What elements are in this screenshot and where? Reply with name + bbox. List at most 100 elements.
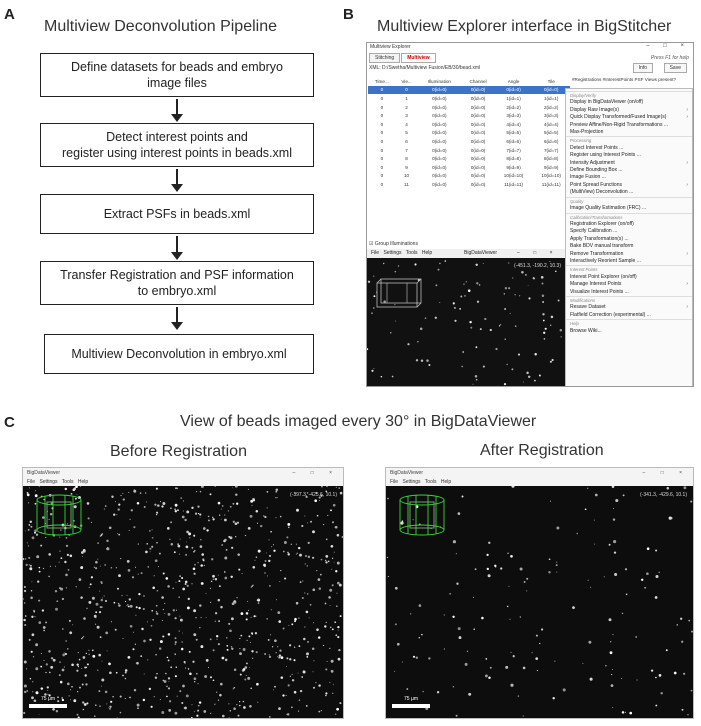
bead xyxy=(439,302,441,304)
menu-item[interactable]: Visualize Interest Points ... xyxy=(566,289,692,296)
menu-item[interactable]: Remove Transformation› xyxy=(566,251,692,258)
bead xyxy=(182,632,184,634)
bead xyxy=(64,652,67,656)
menu-item[interactable]: Manage Interest Points› xyxy=(566,281,692,288)
menu-item[interactable]: Interactively Reorient Sample ... xyxy=(566,258,692,265)
menu-item[interactable]: Image Quality Estimation (FRC) ... xyxy=(566,205,692,212)
bead xyxy=(314,499,318,503)
menu-item[interactable]: Display Raw Image(s)› xyxy=(566,107,692,114)
inner-window-controls[interactable]: – □ × xyxy=(517,250,559,256)
bdv-after-controls[interactable]: – □ × xyxy=(642,470,689,476)
window-controls[interactable]: – □ × xyxy=(646,43,690,49)
menu-item[interactable]: Display in BigDataViewer (on/off) xyxy=(566,99,692,106)
menu-item[interactable]: Bake BDV manual transform xyxy=(566,243,692,250)
bead xyxy=(77,691,79,693)
bdv-before-menu[interactable]: File Settings Tools Help xyxy=(23,478,343,486)
menu-item[interactable]: Image Fusion ... xyxy=(566,174,692,181)
bead xyxy=(195,638,198,641)
bead xyxy=(332,683,334,685)
column-header[interactable]: Illumination xyxy=(427,78,451,84)
bead xyxy=(299,689,303,693)
bdv-after-menu[interactable]: File Settings Tools Help xyxy=(386,478,693,486)
menu-item[interactable]: Flatfield Correction (experimental) ... xyxy=(566,312,692,319)
tab-stitching[interactable]: Stitching xyxy=(369,53,401,63)
bead xyxy=(91,596,95,600)
bead xyxy=(129,624,133,628)
bead xyxy=(394,304,396,306)
bead xyxy=(178,580,181,583)
bead xyxy=(194,549,196,552)
tab-multiview[interactable]: Multiview xyxy=(401,53,436,63)
bead xyxy=(165,577,169,580)
bead xyxy=(122,637,124,640)
inner-bdv-menu[interactable]: File Settings Tools Help xyxy=(371,250,433,256)
bead xyxy=(211,558,214,561)
bead xyxy=(23,598,24,600)
bead xyxy=(277,646,279,648)
column-header[interactable]: Tile xyxy=(547,78,555,84)
bead xyxy=(434,316,437,319)
bead xyxy=(559,328,563,332)
menu-item[interactable]: Point Spread Functions› xyxy=(566,182,692,189)
menu-item[interactable]: Resave Dataset› xyxy=(566,304,692,311)
bead xyxy=(214,577,218,581)
bdv-before-controls[interactable]: – □ × xyxy=(292,470,339,476)
bead xyxy=(132,648,135,651)
menu-item[interactable]: Register using Interest Points ... xyxy=(566,152,692,159)
menu-item[interactable]: Intensity Adjustment› xyxy=(566,160,692,167)
menu-item[interactable]: Detect Interest Points ... xyxy=(566,145,692,152)
bead xyxy=(194,563,196,566)
bead xyxy=(205,593,207,594)
bead xyxy=(407,343,410,346)
menu-item[interactable]: Specify Calibration ... xyxy=(566,228,692,235)
bead xyxy=(265,552,267,554)
bead xyxy=(298,645,301,647)
column-header[interactable]: Angle xyxy=(507,78,520,84)
bead xyxy=(99,535,102,537)
bead xyxy=(247,600,249,602)
bead xyxy=(193,609,197,613)
save-button[interactable]: Save xyxy=(663,63,687,73)
menu-item[interactable]: Max-Projection xyxy=(566,129,692,136)
arrow-4 xyxy=(171,307,183,330)
menu-item[interactable]: Define Bounding Box ... xyxy=(566,167,692,174)
bead xyxy=(306,656,309,658)
column-header[interactable]: Time... xyxy=(374,78,389,84)
bead xyxy=(101,606,103,608)
bead xyxy=(263,563,266,567)
menu-item[interactable]: Browse Wiki... xyxy=(566,328,692,335)
bead xyxy=(275,517,277,519)
bead xyxy=(394,623,397,626)
bead xyxy=(164,613,166,614)
menu-item[interactable]: Apply Transformation(s) ... xyxy=(566,236,692,243)
menu-item[interactable]: Quick Display Transformed/Fused Image(s)… xyxy=(566,114,692,121)
menu-item[interactable]: Preview Affine/Non-Rigid Transformations… xyxy=(566,122,692,129)
menu-item-label: Resave Dataset xyxy=(570,304,606,311)
group-illuminations-checkbox[interactable]: ☑ Group Illuminations xyxy=(369,241,418,247)
bead xyxy=(153,696,155,698)
info-button[interactable]: Info xyxy=(632,63,653,73)
menu-item[interactable]: Registration Explorer (on/off) xyxy=(566,221,692,228)
menu-item[interactable]: (MultiView) Deconvolution ... xyxy=(566,189,692,196)
bead xyxy=(532,277,535,280)
table-cell: 11(id=11) xyxy=(541,181,561,187)
bead xyxy=(278,656,281,659)
bead xyxy=(70,492,73,495)
column-header[interactable]: Channel xyxy=(469,78,487,84)
bead xyxy=(341,536,343,538)
menu-item[interactable]: Interest Point Explorer (on/off) xyxy=(566,274,692,281)
column-header[interactable]: Vie... xyxy=(401,78,412,84)
bead xyxy=(83,550,86,553)
